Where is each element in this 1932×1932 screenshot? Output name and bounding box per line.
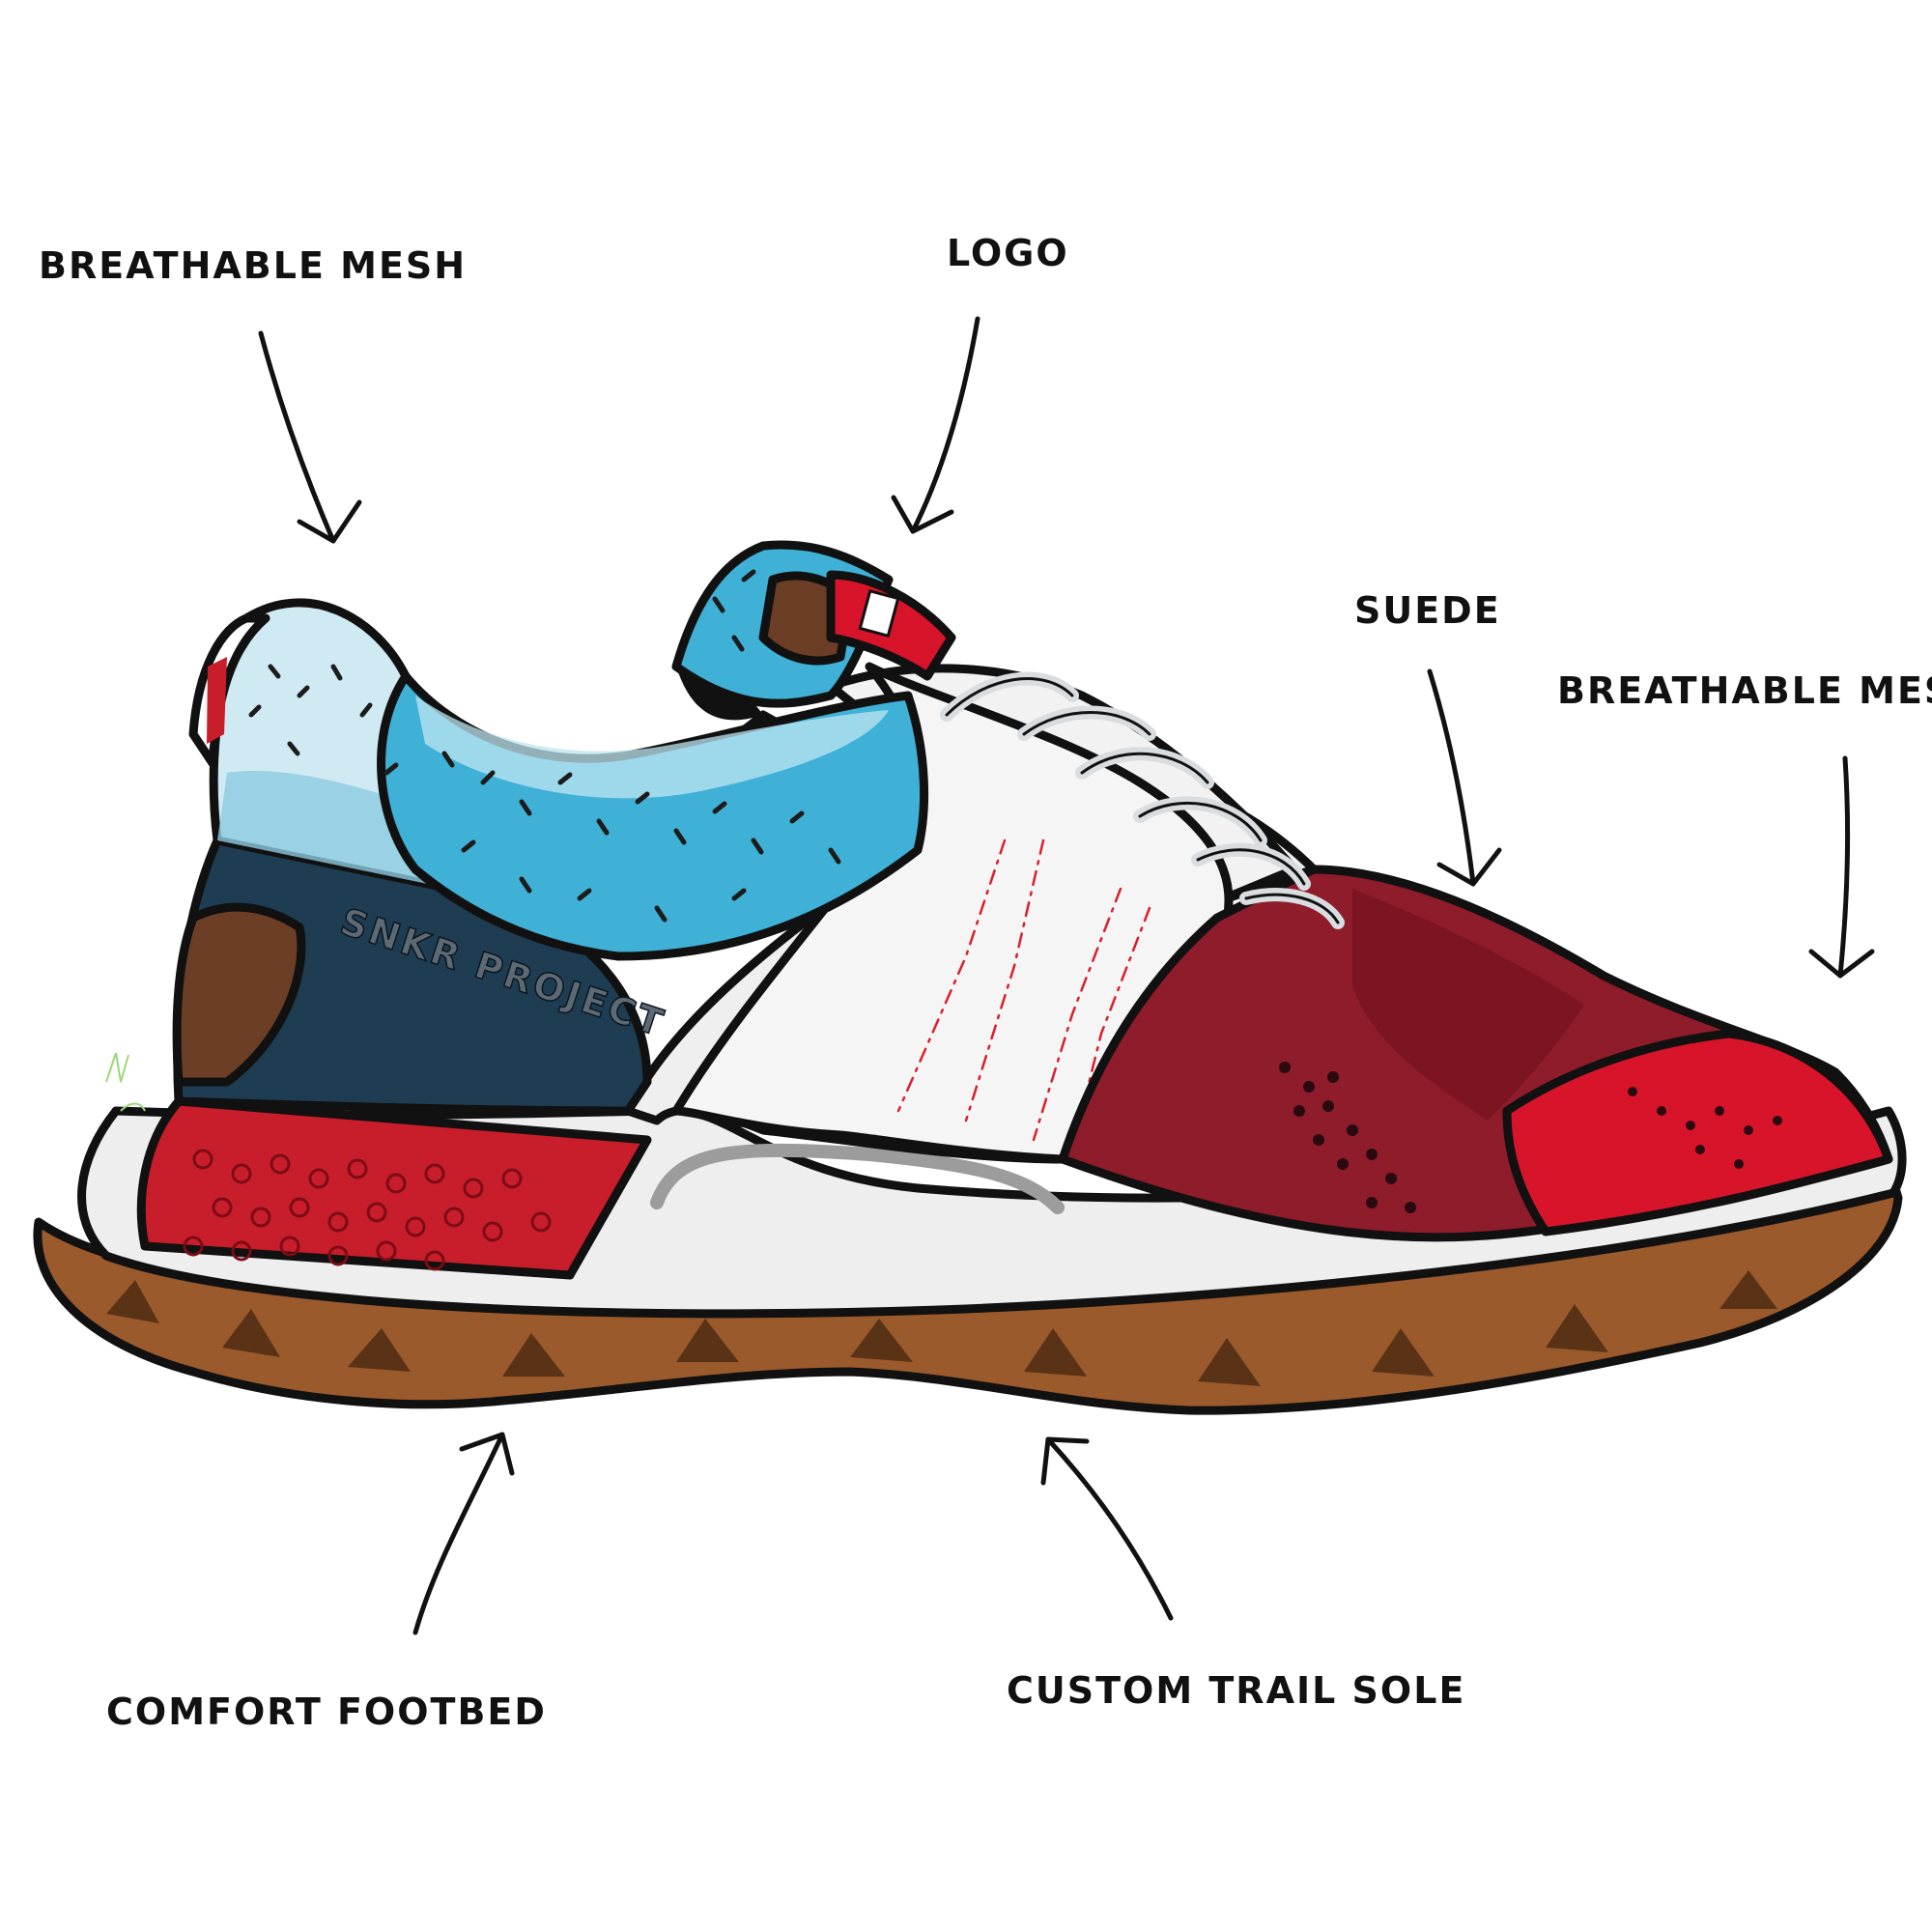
- label-footbed: COMFORT FOOTBED: [106, 1690, 547, 1733]
- heel-red-block: [136, 1096, 652, 1280]
- midsole-shadow: [650, 1143, 1065, 1214]
- label-mesh-toe: BREATHABLE MESH: [1557, 669, 1932, 712]
- mesh-specks: [248, 569, 841, 923]
- arrow-mesh-toe: [1837, 755, 1850, 979]
- heel-tab-red: [207, 657, 227, 744]
- label-suede: SUEDE: [1354, 589, 1501, 632]
- outsole-lugs: [106, 1270, 1777, 1386]
- arrow-footbed: [412, 1432, 505, 1635]
- lace-outlines: [945, 677, 1340, 924]
- toe-perforations: [1628, 1087, 1782, 1169]
- suede-shade: [1352, 889, 1584, 1121]
- callout-arrows: [258, 316, 1875, 1635]
- label-mesh-heel: BREATHABLE MESH: [39, 244, 467, 287]
- arrow-sole: [1045, 1436, 1174, 1621]
- arrowhead-mesh-heel: [297, 499, 362, 544]
- arrow-logo: [910, 316, 980, 534]
- stitch-line-2: [964, 838, 1045, 1122]
- arrowhead-footbed: [459, 1432, 515, 1476]
- label-sole: CUSTOM TRAIL SOLE: [1007, 1669, 1465, 1712]
- eyestay-mesh-highlight: [415, 696, 889, 799]
- arrowhead-logo: [891, 495, 954, 534]
- stitch-line-1: [896, 838, 1007, 1113]
- suede-perforations: [1279, 1062, 1416, 1213]
- toe-cap: [1502, 1029, 1893, 1236]
- arrowhead-mesh-toe: [1808, 949, 1875, 979]
- heel-red-texture: [183, 1149, 552, 1271]
- callout-labels: BREATHABLE MESH LOGO SUEDE BREATHABLE ME…: [39, 232, 1932, 1733]
- label-logo: LOGO: [947, 232, 1069, 274]
- arrowhead-suede: [1436, 847, 1502, 887]
- arrow-mesh-heel: [258, 330, 336, 544]
- artist-signature: [105, 1052, 146, 1112]
- tongue-logo-mark: [858, 588, 900, 639]
- brown-heel-tab: [172, 902, 306, 1087]
- stitch-line-3: [1032, 887, 1122, 1142]
- sneaker-illustration: SNKR PROJECT: [33, 540, 1907, 1415]
- arrow-suede: [1427, 668, 1476, 887]
- arrowhead-sole: [1040, 1436, 1090, 1486]
